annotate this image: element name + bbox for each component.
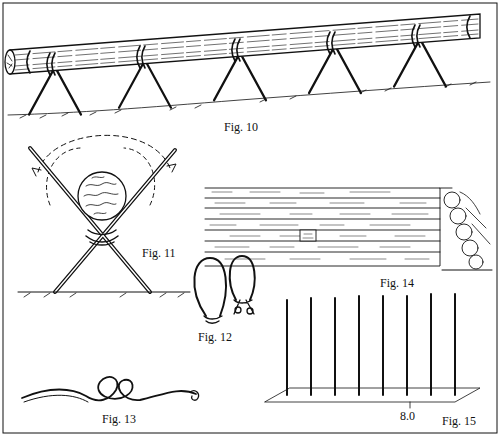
figure-label: Fig. 14 bbox=[378, 276, 416, 290]
figure-label: Fig. 11 bbox=[140, 246, 178, 260]
fig13-rope bbox=[22, 377, 199, 402]
dimension-label: 8.0 bbox=[398, 409, 417, 423]
figure-label: Fig. 10 bbox=[222, 120, 260, 134]
fig10-ground bbox=[8, 82, 490, 118]
fig15-stakes bbox=[265, 294, 480, 408]
plate-frame bbox=[3, 3, 497, 433]
fig10-fascine bbox=[5, 14, 480, 75]
figure-label: Fig. 15 bbox=[440, 414, 478, 428]
figure-label: Fig. 12 bbox=[196, 330, 234, 344]
fig11-cradle bbox=[18, 135, 190, 297]
figure-label: Fig. 13 bbox=[100, 412, 138, 426]
fig14-revetment bbox=[205, 188, 492, 270]
